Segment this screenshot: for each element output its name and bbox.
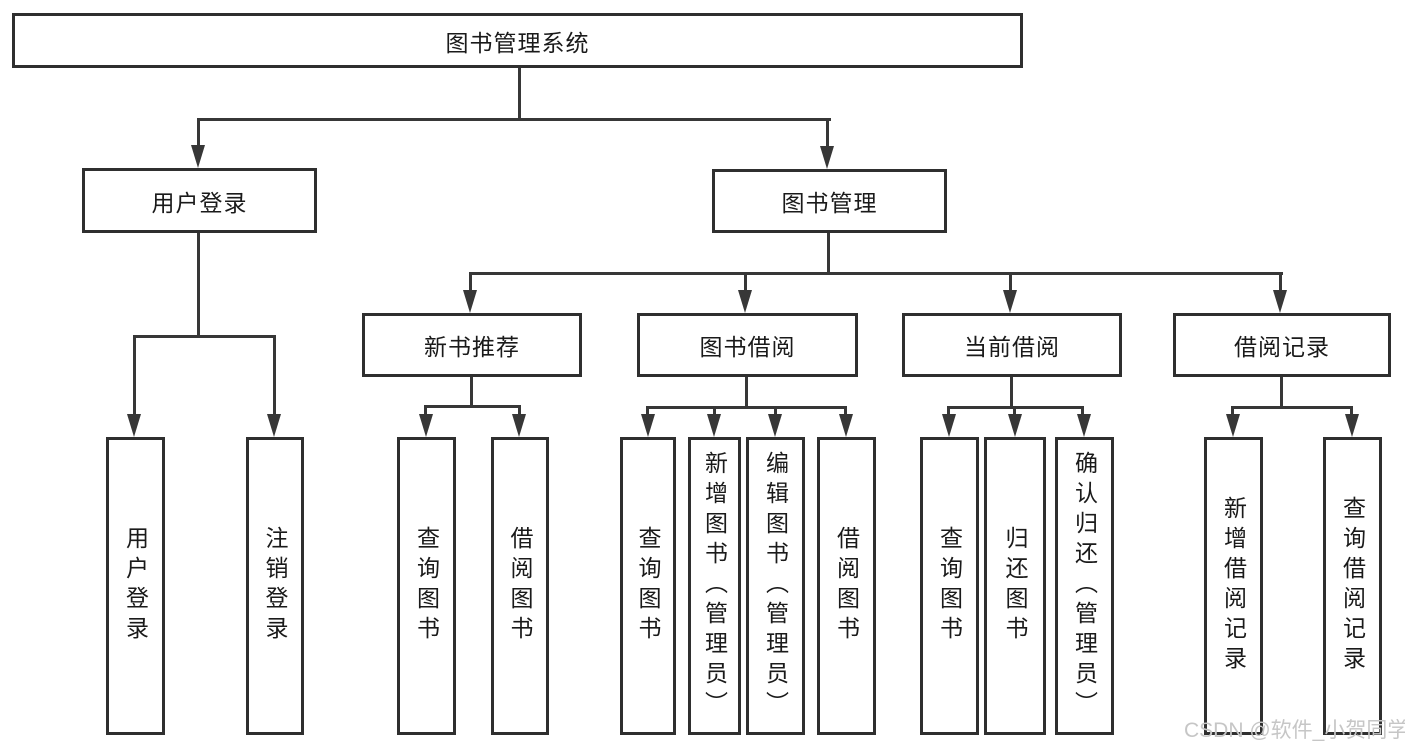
arrow-to-add-books-admin [707,414,721,437]
connector-book-borrow-stem [745,377,748,407]
node-user-login: 用户登录 [82,168,317,233]
connector-book-borrow-drop-4 [844,406,847,418]
node-borrow-records: 借阅记录 [1173,313,1391,377]
leaf-add-books-admin: 新增图书（管理员） [688,437,741,735]
leaf-confirm-return-admin-label: 确认归还（管理员） [1071,451,1098,721]
arrow-to-borrow-books-recommend [512,414,526,437]
leaf-borrow-books-label: 借阅图书 [833,526,860,646]
leaf-add-borrow-record-label: 新增借阅记录 [1220,496,1247,676]
connector-new-book-stem [470,377,473,406]
connector-current-borrow-drop-1 [947,406,950,418]
leaf-query-books-recommend-label: 查询图书 [413,526,440,646]
connector-borrow-records-bar [1231,406,1353,409]
connector-borrow-records-drop-2 [1350,406,1353,418]
node-book-borrow-label: 图书借阅 [699,334,796,360]
arrow-to-query-books-recommend [419,414,433,437]
leaf-edit-books-admin: 编辑图书（管理员） [746,437,805,735]
connector-book-mgmt-stem [827,233,830,274]
connector-root-drop-left [197,118,200,148]
leaf-query-books-recommend: 查询图书 [397,437,456,735]
leaf-return-books: 归还图书 [984,437,1046,735]
connector-borrow-records-stem [1280,377,1283,407]
arrow-to-current-borrow [1003,290,1017,313]
connector-drop-new-book [469,272,472,293]
arrow-to-return-books [1008,414,1022,437]
leaf-user-login-label: 用户登录 [122,526,149,646]
leaf-add-books-admin-label: 新增图书（管理员） [701,451,728,721]
leaf-logout-label: 注销登录 [262,526,288,646]
connector-user-login-bar [133,335,276,338]
connector-new-book-drop-2 [518,405,521,418]
arrow-to-new-book-recommend [463,290,477,313]
arrow-to-query-books-current [942,414,956,437]
arrow-to-book-management [820,146,834,169]
arrow-to-book-borrow [738,290,752,313]
node-book-borrow: 图书借阅 [637,313,858,377]
node-new-book-recommend: 新书推荐 [362,313,582,377]
connector-current-borrow-drop-3 [1081,406,1084,418]
leaf-query-borrow-record-label: 查询借阅记录 [1339,496,1366,676]
connector-root-stem [518,68,521,119]
node-borrow-records-label: 借阅记录 [1234,334,1330,360]
connector-user-login-drop-right [273,335,276,417]
arrow-to-edit-books-admin [768,414,782,437]
node-book-management: 图书管理 [712,169,947,233]
leaf-borrow-books: 借阅图书 [817,437,876,735]
arrow-to-add-borrow-record [1226,414,1240,437]
leaf-add-borrow-record: 新增借阅记录 [1204,437,1263,735]
arrow-to-query-books-borrow [641,414,655,437]
connector-root-drop-right [826,118,829,148]
connector-root-bar [197,118,831,121]
leaf-borrow-books-recommend: 借阅图书 [491,437,549,735]
leaf-logout: 注销登录 [246,437,304,735]
arrow-to-borrow-books [839,414,853,437]
arrow-to-confirm-return-admin [1077,414,1091,437]
node-book-management-label: 图书管理 [781,190,878,216]
connector-user-login-drop-left [133,335,136,417]
connector-book-borrow-drop-1 [646,406,649,418]
leaf-query-books-borrow: 查询图书 [620,437,676,735]
connector-book-borrow-bar [646,406,847,409]
connector-drop-current-borrow [1009,272,1012,293]
connector-book-borrow-drop-2 [713,406,716,418]
leaf-edit-books-admin-label: 编辑图书（管理员） [762,451,789,721]
leaf-borrow-books-recommend-label: 借阅图书 [507,526,533,646]
node-root-label: 图书管理系统 [445,29,590,56]
arrow-to-borrow-records [1273,290,1287,313]
leaf-query-books-current: 查询图书 [920,437,979,735]
arrow-to-user-login [191,145,205,168]
node-user-login-label: 用户登录 [151,189,248,216]
node-current-borrow: 当前借阅 [902,313,1122,377]
connector-current-borrow-stem [1010,377,1013,407]
leaf-query-borrow-record: 查询借阅记录 [1323,437,1382,735]
node-current-borrow-label: 当前借阅 [964,334,1060,360]
connector-borrow-records-drop-1 [1231,406,1234,418]
connector-new-book-bar [424,405,521,408]
connector-book-mgmt-bar [470,272,1283,275]
node-root: 图书管理系统 [12,13,1023,68]
connector-book-borrow-drop-3 [774,406,777,418]
connector-drop-borrow-records [1279,272,1282,293]
arrow-to-leaf-user-login [127,414,141,437]
connector-user-login-stem [197,233,200,336]
leaf-user-login: 用户登录 [106,437,165,735]
node-new-book-recommend-label: 新书推荐 [424,334,520,360]
leaf-confirm-return-admin: 确认归还（管理员） [1055,437,1114,735]
csdn-watermark: CSDN @软件_小贺同学 [1184,719,1405,742]
leaf-return-books-label: 归还图书 [1002,526,1028,646]
arrow-to-leaf-logout [267,414,281,437]
connector-new-book-drop-1 [424,405,427,418]
arrow-to-query-borrow-record [1345,414,1359,437]
connector-drop-book-borrow [744,272,747,293]
connector-current-borrow-drop-2 [1013,406,1016,418]
leaf-query-books-current-label: 查询图书 [936,526,963,646]
leaf-query-books-borrow-label: 查询图书 [635,526,661,646]
